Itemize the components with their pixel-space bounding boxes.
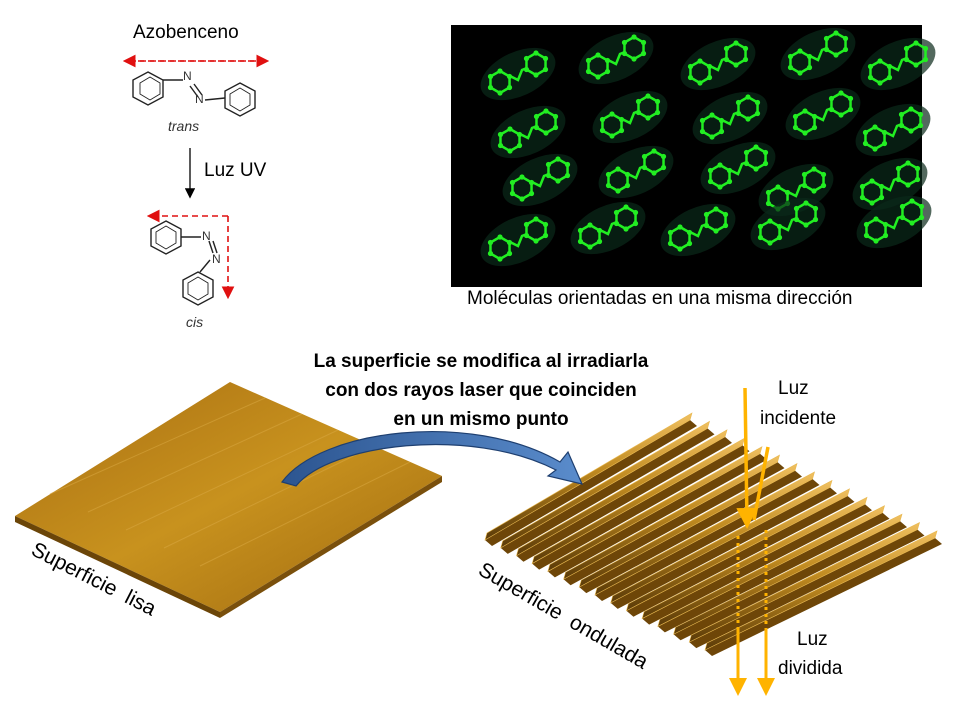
azobenzene-title: Azobenceno [133,22,239,43]
incident-light-arrow-2 [752,446,770,521]
divided-light-label-1: Luz [797,629,828,650]
molecule [692,91,768,145]
molecule [570,201,646,255]
molecule [502,153,578,207]
cis-label: cis [186,314,204,330]
molecule [855,103,931,157]
molecule [592,90,668,144]
molecule [480,213,556,267]
molecule [480,47,556,101]
benzene-ring-lower [182,271,214,306]
molecule [660,203,736,257]
molecule [680,37,756,91]
molecule [598,145,674,199]
process-description-line-3: en un mismo punto [393,409,569,430]
cis-nitrogen-2: N [212,252,221,266]
molecule [780,27,856,81]
wavy-surface [484,412,942,656]
molecules-caption: Moléculas orientadas en una misma direcc… [467,288,853,309]
uv-light-label: Luz UV [204,160,267,181]
benzene-ring-left [132,71,164,106]
divided-light-label-2: dividida [778,658,843,679]
molecule [785,87,861,141]
light-beams [729,387,775,696]
process-description-line-2: con dos rayos laser que coinciden [325,380,637,401]
smooth-surface [15,382,442,618]
molecule [700,141,776,195]
trans-label: trans [168,118,200,134]
molecule [490,105,566,159]
molecule [860,37,936,91]
trans-azobenzene-structure [122,54,270,117]
cis-nitrogen-1: N [202,229,211,243]
azo-nitrogen-2: N [195,92,204,106]
process-description-line-1: La superficie se modifica al irradiarla [313,351,649,372]
azo-nitrogen-1: N [183,69,192,83]
benzene-ring-upper [150,220,182,255]
molecule [578,31,654,85]
cis-azobenzene-structure [146,209,235,306]
incident-light-arrow-1 [736,387,758,529]
molecule [750,197,826,251]
incident-light-label-2: incidente [760,408,837,429]
oriented-molecules [480,27,936,267]
incident-light-label-1: Luz [778,378,809,399]
benzene-ring-right [224,82,256,117]
molecule [856,195,932,249]
process-curved-arrow [281,431,584,487]
